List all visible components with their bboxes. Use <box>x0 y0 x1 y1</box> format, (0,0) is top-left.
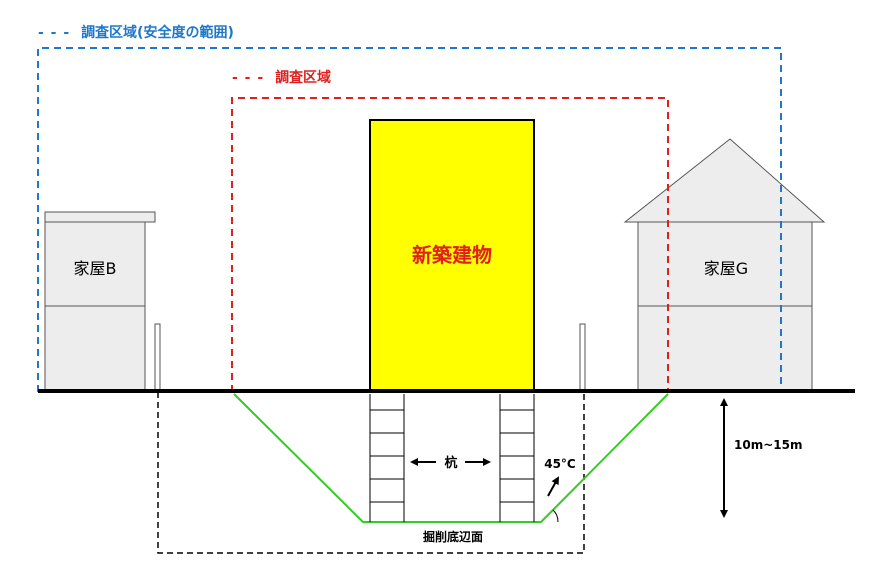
underground-zone-boundary <box>157 392 585 554</box>
angle-arrow <box>547 476 559 497</box>
safety-zone-legend-label: 調査区域(安全度の範囲) <box>81 25 234 41</box>
safety-zone-boundary <box>37 47 782 392</box>
safety-zone-legend-dash: - - - <box>38 25 71 41</box>
survey-zone-legend-dash: - - - <box>232 70 265 86</box>
survey-zone-legend: - - - 調査区域 <box>232 67 331 87</box>
house-b-label: 家屋B <box>74 259 117 278</box>
pile-left <box>369 394 405 522</box>
fence-post-left <box>154 323 161 391</box>
house-g-label: 家屋G <box>704 259 748 278</box>
angle-arc <box>552 509 559 523</box>
safety-zone-legend: - - - 調査区域(安全度の範囲) <box>38 22 234 42</box>
house-b: 家屋B <box>44 211 156 391</box>
angle-label: 45°C <box>544 457 576 471</box>
house-g: 家屋G <box>623 138 826 391</box>
survey-zone-boundary <box>231 97 669 392</box>
survey-zone-legend-label: 調査区域 <box>275 70 332 86</box>
new-building: 新築建物 <box>369 119 535 391</box>
new-building-label: 新築建物 <box>412 243 492 267</box>
excavation-bottom-label: 掘削底辺面 <box>423 529 483 544</box>
pile-label: 杭 <box>444 455 457 471</box>
pile-right <box>499 394 535 522</box>
house-b-roof <box>44 211 156 223</box>
house-g-roof <box>623 138 826 223</box>
fence-post-right <box>579 323 586 391</box>
excavation-profile <box>233 393 669 523</box>
depth-label: 10m~15m <box>734 438 802 452</box>
new-building-body <box>369 119 535 391</box>
